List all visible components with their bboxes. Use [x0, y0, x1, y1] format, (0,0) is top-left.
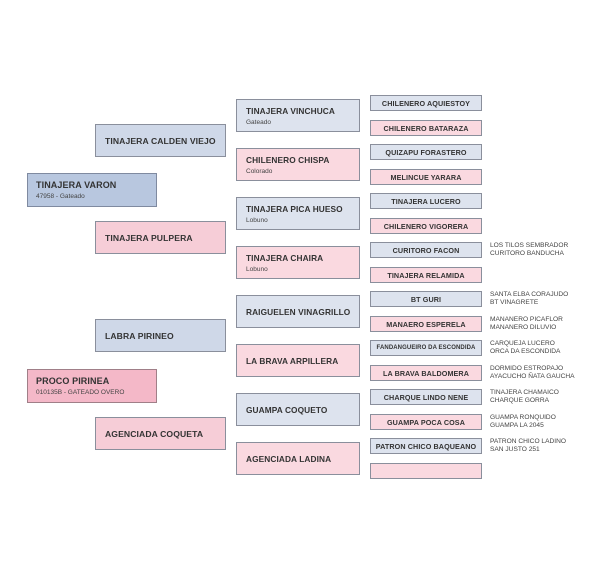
gen5-dam[interactable]: BT VINAGRETE	[490, 299, 539, 307]
gen4-13[interactable]: CHARQUE LINDO NENE	[370, 389, 482, 405]
gen4-name: CHARQUE LINDO NENE	[383, 392, 469, 402]
gen3-name: AGENCIADA LADINA	[246, 453, 332, 464]
gen4-name: LA BRAVA BALDOMERA	[382, 368, 470, 378]
gen2-sd[interactable]: TINAJERA PULPERA	[95, 221, 226, 254]
gen5-pair-3: MANANERO PICAFLOR MANANERO DILUVIO	[490, 316, 563, 332]
gen3-coat: Colorado	[246, 167, 273, 175]
gen5-sire[interactable]: LOS TILOS SEMBRADOR	[490, 242, 569, 249]
gen4-name: CHILENERO AQUIESTOY	[381, 98, 471, 108]
gen5-sire[interactable]: MANANERO PICAFLOR	[490, 316, 563, 323]
gen5-pair-5: DORMIDO ESTROPAJO AYACUCHO ÑATA GAUCHA	[490, 365, 575, 381]
gen1-sire[interactable]: TINAJERA VARON 47958 - Gateado	[27, 173, 157, 207]
gen3-name: TINAJERA CHAIRA	[246, 252, 324, 263]
gen3-5[interactable]: RAIGUELEN VINAGRILLO	[236, 295, 360, 328]
gen3-name: RAIGUELEN VINAGRILLO	[246, 306, 351, 317]
gen4-name: MELINCUE YARARA	[390, 172, 462, 182]
gen3-coat: Lobuno	[246, 265, 268, 273]
gen5-dam[interactable]: GUAMPA LA 2045	[490, 422, 544, 430]
gen3-7[interactable]: GUAMPA COQUETO	[236, 393, 360, 426]
gen5-pair-1: LOS TILOS SEMBRADOR CURITORO BANDUCHA	[490, 242, 568, 258]
gen3-coat: Gateado	[246, 118, 271, 126]
gen3-3[interactable]: TINAJERA PICA HUESO Lobuno	[236, 197, 360, 230]
gen3-name: LA BRAVA ARPILLERA	[246, 355, 339, 366]
gen4-name: FANDANGUEIRO DA ESCONDIDA	[376, 345, 476, 351]
gen4-2[interactable]: CHILENERO BATARAZA	[370, 120, 482, 136]
gen5-pair-2: SANTA ELBA CORAJUDO BT VINAGRETE	[490, 291, 568, 307]
gen4-name: TINAJERA LUCERO	[391, 196, 461, 206]
gen4-9[interactable]: BT GURI	[370, 291, 482, 307]
gen3-2[interactable]: CHILENERO CHISPA Colorado	[236, 148, 360, 181]
gen2-dd[interactable]: AGENCIADA COQUETA	[95, 417, 226, 450]
gen1-dam[interactable]: PROCO PIRINEA 010135B - GATEADO OVERO	[27, 369, 157, 403]
gen4-name: MANAERO ESPERELA	[386, 319, 466, 329]
gen5-dam[interactable]: AYACUCHO ÑATA GAUCHA	[490, 373, 575, 381]
gen2-name: LABRA PIRINEO	[105, 330, 174, 341]
gen3-name: TINAJERA VINCHUCA	[246, 105, 335, 116]
gen3-name: TINAJERA PICA HUESO	[246, 203, 343, 214]
gen5-sire[interactable]: DORMIDO ESTROPAJO	[490, 365, 564, 372]
sire-details: 47958 - Gateado	[36, 193, 85, 200]
gen2-name: AGENCIADA COQUETA	[105, 428, 204, 439]
gen4-15[interactable]: PATRON CHICO BAQUEANO	[370, 438, 482, 454]
gen3-8[interactable]: AGENCIADA LADINA	[236, 442, 360, 475]
gen5-sire[interactable]: SANTA ELBA CORAJUDO	[490, 291, 569, 298]
dam-details: 010135B - GATEADO OVERO	[36, 389, 125, 396]
gen2-name: TINAJERA CALDEN VIEJO	[105, 135, 216, 146]
gen4-7[interactable]: CURITORO FACON	[370, 242, 482, 258]
gen3-name: GUAMPA COQUETO	[246, 404, 328, 415]
gen4-name: BT GURI	[410, 294, 442, 304]
gen5-dam[interactable]: CHARQUE GORRA	[490, 397, 549, 405]
gen4-name: PATRON CHICO BAQUEANO	[375, 441, 477, 451]
gen4-11[interactable]: FANDANGUEIRO DA ESCONDIDA	[370, 340, 482, 356]
gen4-name: GUAMPA POCA COSA	[386, 417, 465, 427]
gen5-sire[interactable]: TINAJERA CHAMAICO	[490, 389, 559, 396]
gen5-pair-7: GUAMPA RONQUIDO GUAMPA LA 2045	[490, 414, 556, 430]
gen3-1[interactable]: TINAJERA VINCHUCA Gateado	[236, 99, 360, 132]
gen4-4[interactable]: MELINCUE YARARA	[370, 169, 482, 185]
gen5-pair-8: PATRON CHICO LADINO SAN JUSTO 251	[490, 438, 566, 454]
sire-name: TINAJERA VARON	[36, 180, 117, 190]
gen4-10[interactable]: MANAERO ESPERELA	[370, 316, 482, 332]
gen5-pair-6: TINAJERA CHAMAICO CHARQUE GORRA	[490, 389, 559, 405]
gen4-5[interactable]: TINAJERA LUCERO	[370, 193, 482, 209]
gen5-dam[interactable]: MANANERO DILUVIO	[490, 324, 557, 332]
gen3-coat: Lobuno	[246, 216, 268, 224]
gen4-name: CHILENERO BATARAZA	[383, 123, 469, 133]
gen4-16[interactable]	[370, 463, 482, 479]
gen4-6[interactable]: CHILENERO VIGORERA	[370, 218, 482, 234]
gen4-14[interactable]: GUAMPA POCA COSA	[370, 414, 482, 430]
gen5-dam[interactable]: CURITORO BANDUCHA	[490, 250, 564, 258]
gen5-pair-4: CARQUEJA LUCERO ORCA DA ESCONDIDA	[490, 340, 560, 356]
gen4-8[interactable]: TINAJERA RELAMIDA	[370, 267, 482, 283]
gen5-sire[interactable]: PATRON CHICO LADINO	[490, 438, 566, 445]
gen2-ss[interactable]: TINAJERA CALDEN VIEJO	[95, 124, 226, 157]
gen3-6[interactable]: LA BRAVA ARPILLERA	[236, 344, 360, 377]
gen4-name: TINAJERA RELAMIDA	[387, 270, 465, 280]
gen4-12[interactable]: LA BRAVA BALDOMERA	[370, 365, 482, 381]
gen5-dam[interactable]: ORCA DA ESCONDIDA	[490, 348, 561, 356]
gen4-name: QUIZAPU FORASTERO	[385, 147, 467, 157]
gen5-sire[interactable]: GUAMPA RONQUIDO	[490, 414, 556, 421]
gen3-name: CHILENERO CHISPA	[246, 154, 330, 165]
gen2-name: TINAJERA PULPERA	[105, 232, 193, 243]
gen5-dam[interactable]: SAN JUSTO 251	[490, 446, 540, 454]
gen3-4[interactable]: TINAJERA CHAIRA Lobuno	[236, 246, 360, 279]
gen4-1[interactable]: CHILENERO AQUIESTOY	[370, 95, 482, 111]
dam-name: PROCO PIRINEA	[36, 376, 110, 386]
gen4-3[interactable]: QUIZAPU FORASTERO	[370, 144, 482, 160]
gen4-name: CURITORO FACON	[392, 245, 460, 255]
gen5-sire[interactable]: CARQUEJA LUCERO	[490, 340, 555, 347]
gen4-name: CHILENERO VIGORERA	[383, 221, 469, 231]
gen2-ds[interactable]: LABRA PIRINEO	[95, 319, 226, 352]
